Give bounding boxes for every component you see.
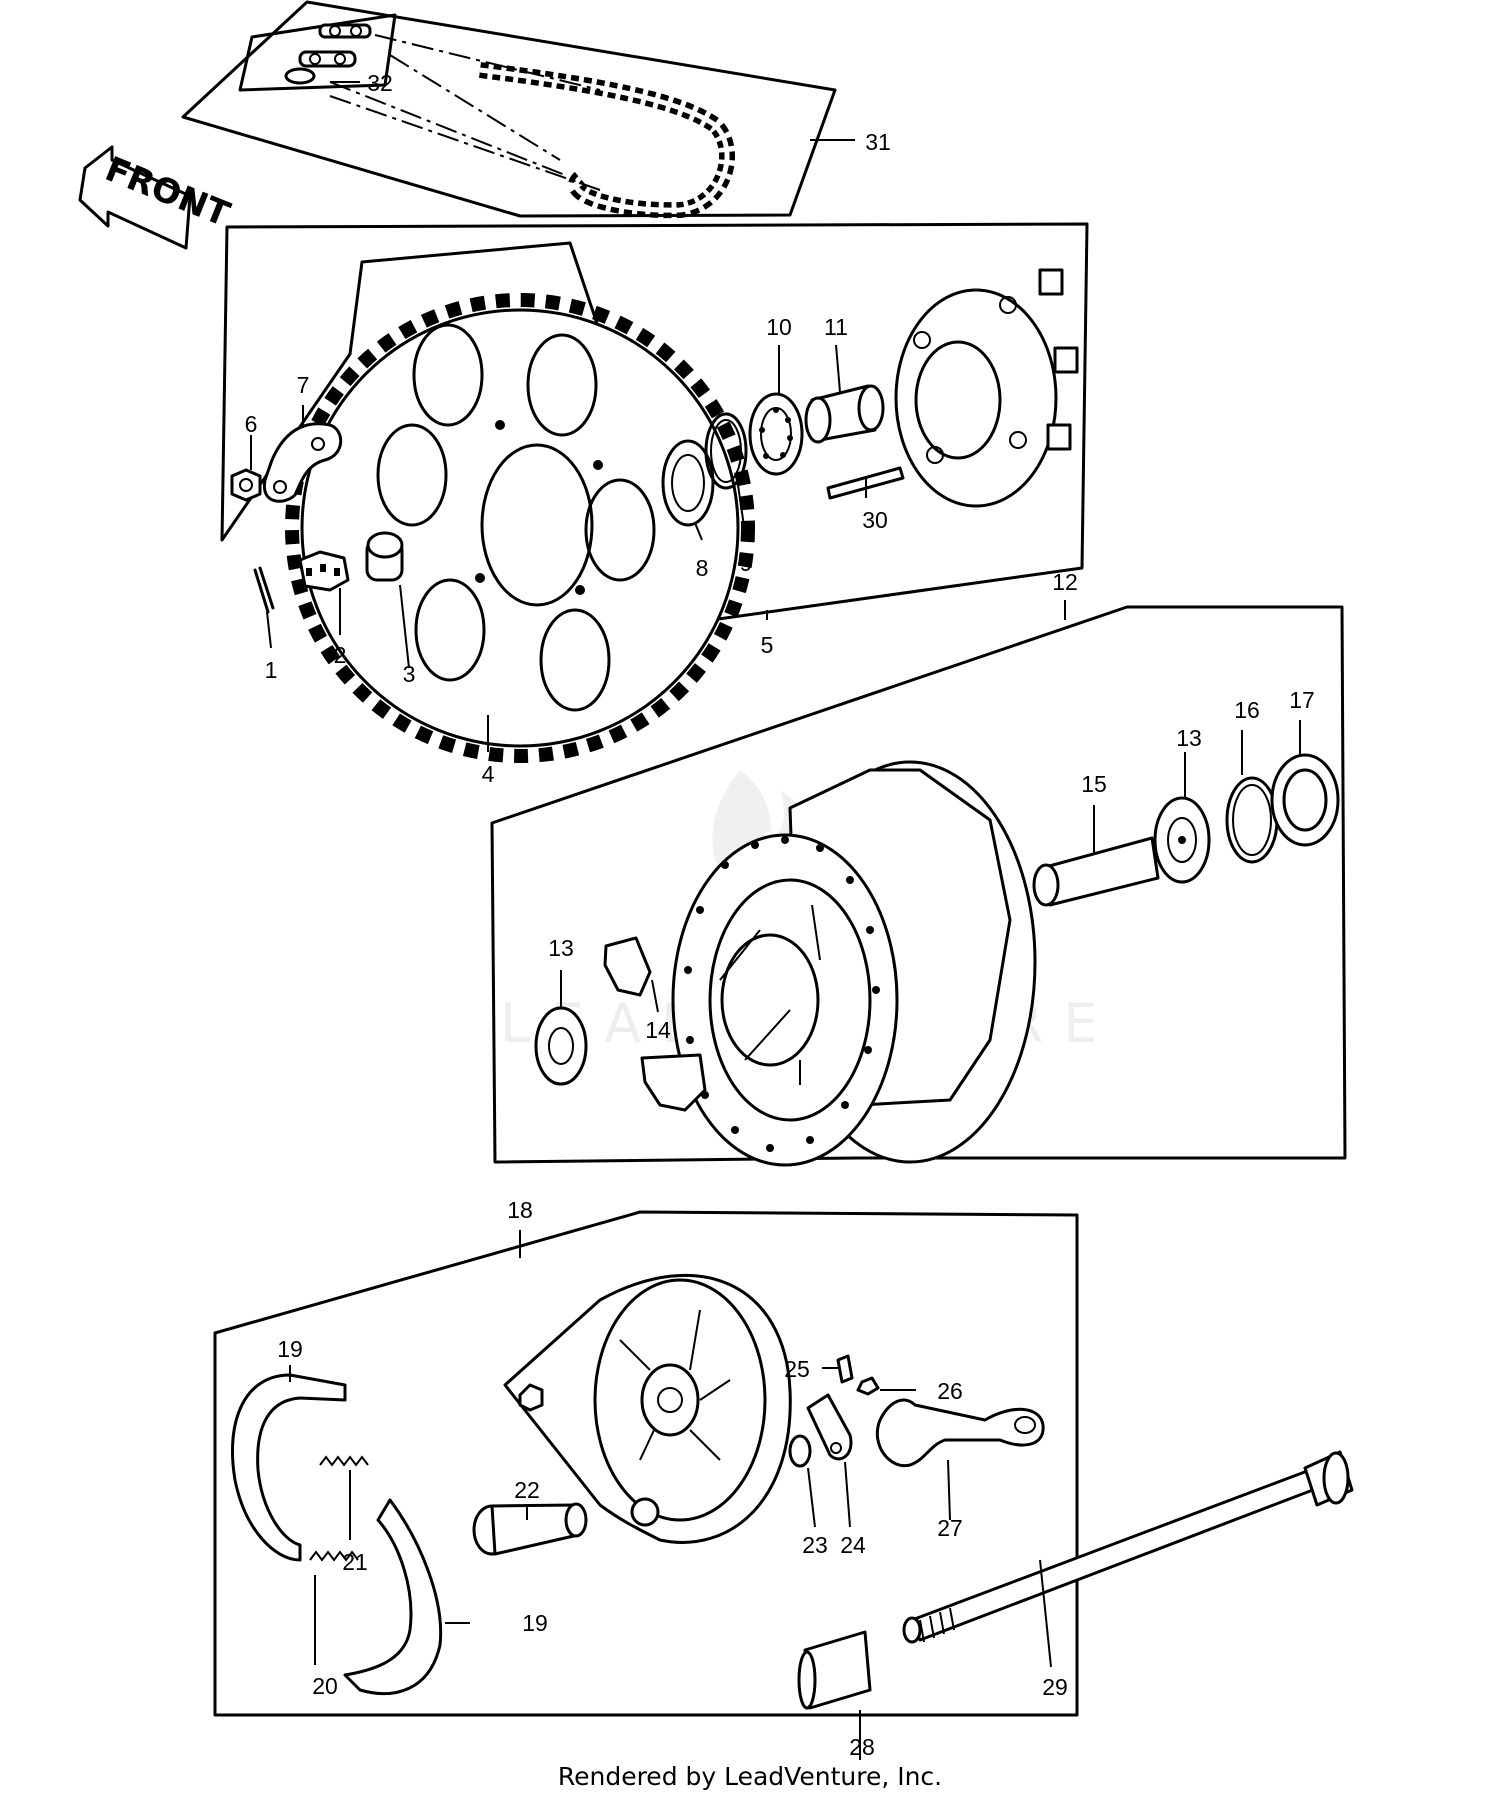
- callout-32: 32: [367, 70, 393, 96]
- callout-7: 7: [297, 372, 310, 398]
- callout-11: 11: [824, 314, 848, 340]
- callout-28: 28: [849, 1734, 875, 1760]
- callout-4: 4: [482, 761, 495, 787]
- callout-10: 10: [766, 314, 792, 340]
- callout-16: 16: [1234, 697, 1260, 723]
- callout-18: 18: [507, 1197, 533, 1223]
- callout-21: 21: [342, 1549, 368, 1575]
- callout-22: 22: [514, 1477, 540, 1503]
- callout-15: 15: [1081, 771, 1107, 797]
- callout-27: 27: [937, 1515, 963, 1541]
- callout-13-left: 13: [548, 935, 574, 961]
- callout-9: 9: [740, 550, 753, 576]
- callout-1: 1: [265, 657, 278, 683]
- callout-30: 30: [862, 507, 888, 533]
- callout-14: 14: [645, 1017, 671, 1043]
- drive-chain-group: [181, 0, 837, 219]
- brake-panel-group: [213, 1210, 1354, 1717]
- footer-credit: Rendered by LeadVenture, Inc.: [557, 1762, 943, 1791]
- front-label: FRONT: [100, 149, 236, 235]
- callout-8: 8: [696, 555, 709, 581]
- front-direction-arrow: FRONT: [78, 145, 236, 250]
- callout-31: 31: [865, 129, 891, 155]
- sprocket-coupling-group: [220, 222, 1089, 763]
- callout-17: 17: [1289, 687, 1315, 713]
- callout-25: 25: [784, 1356, 810, 1382]
- callout-23: 23: [802, 1532, 828, 1558]
- callout-labels: 1 2 3 4 5 6 7 8 9 10 11 12 13 14 15 13 1…: [245, 70, 1315, 1760]
- callout-19-top: 19: [277, 1336, 303, 1362]
- callout-24: 24: [840, 1532, 866, 1558]
- callout-13-right: 13: [1176, 725, 1202, 751]
- wheel-hub-group: [490, 605, 1347, 1167]
- callout-12: 12: [1052, 569, 1078, 595]
- callout-19-bottom: 19: [522, 1610, 548, 1636]
- callout-2: 2: [334, 642, 347, 668]
- callout-26: 26: [937, 1378, 963, 1404]
- callout-6: 6: [245, 411, 258, 437]
- callout-20: 20: [312, 1673, 338, 1699]
- callout-5: 5: [761, 632, 774, 658]
- leader-lines: [250, 81, 1301, 1760]
- callout-29: 29: [1042, 1674, 1068, 1700]
- callout-3: 3: [403, 661, 416, 687]
